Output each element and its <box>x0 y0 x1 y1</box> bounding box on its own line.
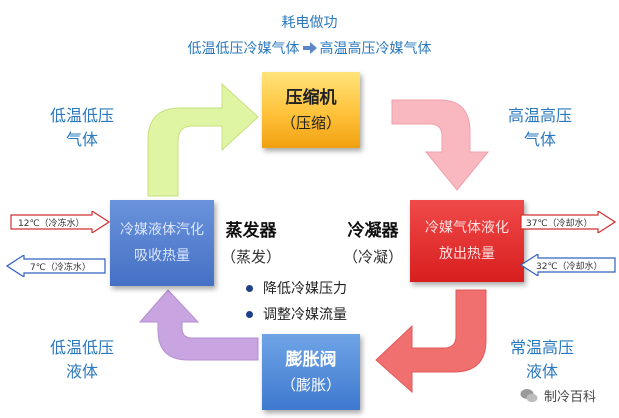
compressor-name: 压缩机 <box>285 88 337 108</box>
evaporator-label: 蒸发器 （蒸发） <box>220 221 281 266</box>
arrow-compressor-to-condenser <box>391 99 490 191</box>
temp-cond-out: 37℃（冷却水） <box>526 219 593 229</box>
condenser-label: 冷凝器 （冷凝） <box>342 221 403 266</box>
condenser-line1: 冷媒气体液化 <box>425 220 509 236</box>
valve-sub: （膨胀） <box>280 376 341 394</box>
arrow-valve-to-evaporator <box>138 289 259 361</box>
top-caption-right: 高温高压冷媒气体 <box>319 41 432 57</box>
bullet-dot-icon <box>246 284 253 292</box>
evap-outlet-arrow-icon <box>6 255 106 277</box>
condenser-line2: 放出热量 <box>439 246 495 262</box>
condenser-box: 冷媒气体液化 放出热量 <box>410 200 524 282</box>
small-right-arrow-icon <box>302 42 317 54</box>
bullet-item: 调整冷媒流量 <box>246 304 347 324</box>
evap-inlet-arrow-icon <box>10 211 110 233</box>
top-caption-left: 低温低压冷媒气体 <box>187 41 300 57</box>
bullet-item: 降低冷媒压力 <box>246 278 347 298</box>
cond-inlet-arrow-icon <box>520 254 616 276</box>
watermark-text: 制冷百科 <box>544 390 597 405</box>
evaporator-line1: 冷媒液体汽化 <box>120 222 204 238</box>
compressor-sub: （压缩） <box>280 114 341 132</box>
temp-cond-in: 32℃（冷却水） <box>536 262 603 272</box>
label-normal-temp-liquid: 常温高压 液体 <box>509 338 574 381</box>
label-low-temp-gas: 低温低压 气体 <box>49 106 114 149</box>
evaporator-line2: 吸收热量 <box>134 248 190 264</box>
expansion-valve-box: 膨胀阀 （膨胀） <box>262 334 360 410</box>
label-low-temp-liquid: 低温低压 液体 <box>49 338 114 381</box>
arrow-evap-to-compressor <box>147 82 259 197</box>
watermark: 制冷百科 <box>520 386 596 405</box>
bullet-dot-icon <box>246 310 253 318</box>
label-high-temp-gas: 高温高压 气体 <box>507 106 572 149</box>
top-caption-power: 耗电做功 <box>281 15 338 31</box>
temp-evap-out: 7℃（冷冻水） <box>30 263 91 273</box>
top-caption-transition: 低温低压冷媒气体 高温高压冷媒气体 <box>0 38 619 58</box>
cond-outlet-arrow-icon <box>520 211 616 233</box>
wechat-icon <box>520 388 538 402</box>
valve-name: 膨胀阀 <box>285 350 337 370</box>
evaporator-box: 冷媒液体汽化 吸收热量 <box>110 200 214 286</box>
arrow-condenser-to-valve <box>375 289 487 394</box>
compressor-box: 压缩机 （压缩） <box>262 72 360 148</box>
temp-evap-in: 12℃（冷冻水） <box>18 219 85 229</box>
